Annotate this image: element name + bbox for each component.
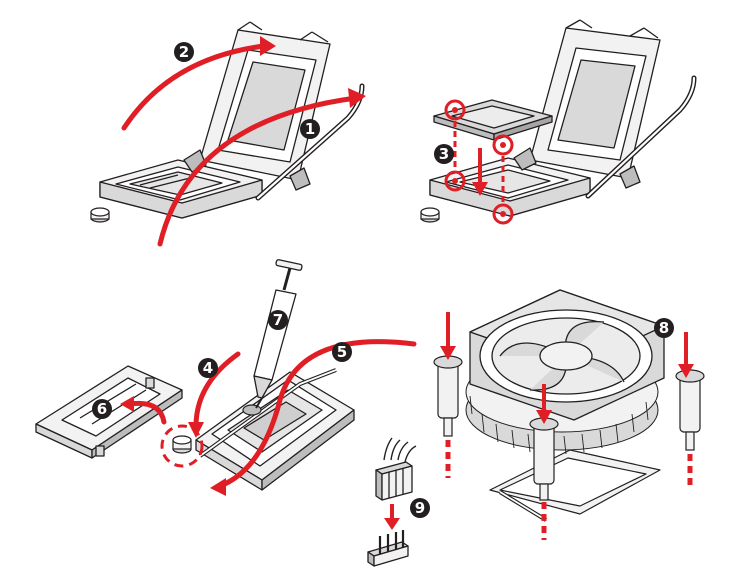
panel-install-cooler: 8 <box>433 289 705 540</box>
thermal-paste-dot <box>242 404 262 416</box>
socket-under-cooler-icon <box>489 449 661 522</box>
step-badge-4: 4 <box>198 358 218 378</box>
svg-text:7: 7 <box>273 311 283 329</box>
arrow-lift-lever <box>157 95 359 247</box>
arrow-lower-lever <box>217 339 417 489</box>
thermal-paste-syringe-icon <box>253 259 303 409</box>
socket-cap-icon <box>172 435 192 454</box>
svg-text:6: 6 <box>97 400 107 418</box>
step-badge-1: 1 <box>300 119 320 139</box>
cpu-chip-icon <box>433 99 553 141</box>
step-badge-3: 3 <box>434 144 454 164</box>
arrow-open-plate <box>121 43 267 131</box>
step-badge-9: 9 <box>410 498 430 518</box>
svg-text:8: 8 <box>659 319 669 337</box>
load-plate-icon <box>513 19 661 189</box>
svg-text:1: 1 <box>305 120 315 138</box>
arrow-press-pins <box>440 312 694 424</box>
panel-fan-connector: 9 <box>367 437 430 567</box>
svg-text:5: 5 <box>337 343 347 361</box>
cpu-cooler-icon <box>469 289 665 421</box>
push-pin-icon <box>675 369 705 451</box>
svg-text:9: 9 <box>415 499 425 517</box>
arrow-remove-cover <box>127 400 167 425</box>
fan-header-icon <box>367 530 409 567</box>
panel-open-socket: 1 2 <box>90 21 366 247</box>
socket-cap-icon <box>90 207 110 223</box>
step-badge-5: 5 <box>332 342 352 362</box>
step-badge-6: 6 <box>92 399 112 419</box>
panel-close-socket: 4 5 6 7 <box>35 259 417 496</box>
arrow-lower-plate <box>193 351 241 429</box>
push-pin-icon <box>433 355 463 437</box>
panel-insert-cpu: 3 <box>420 19 697 225</box>
step-badge-7: 7 <box>268 310 288 330</box>
svg-text:3: 3 <box>439 145 449 163</box>
fan-connector-icon <box>375 461 413 501</box>
socket-cap-icon <box>420 207 440 223</box>
socket-closed-icon <box>195 368 355 491</box>
svg-text:4: 4 <box>203 359 213 377</box>
push-pin-icon <box>529 417 559 501</box>
cap-highlight-ring <box>160 424 204 468</box>
alignment-markers <box>444 99 514 225</box>
step-badge-2: 2 <box>174 42 194 62</box>
svg-text:2: 2 <box>179 43 189 61</box>
step-badge-8: 8 <box>654 318 674 338</box>
